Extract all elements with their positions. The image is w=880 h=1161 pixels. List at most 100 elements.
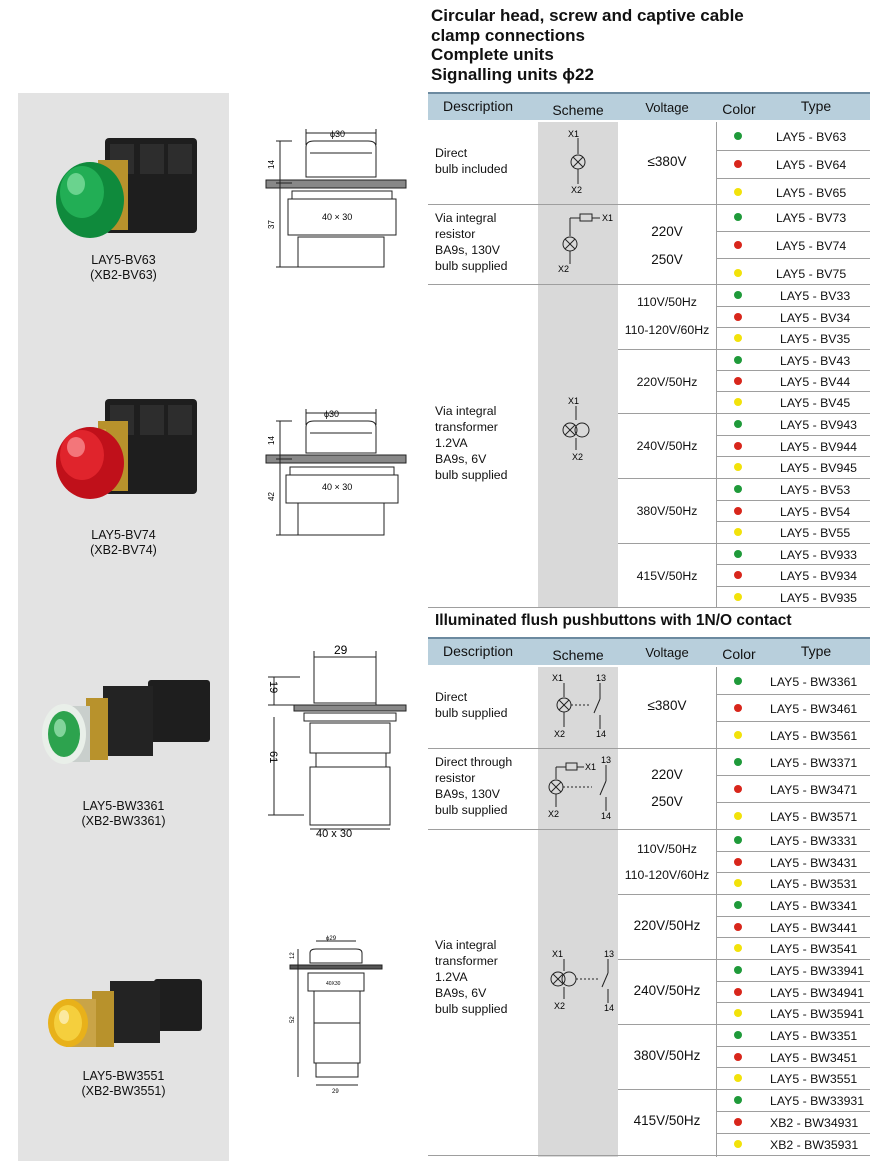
color-dot-red: [734, 1118, 742, 1126]
color-dot-green: [734, 1096, 742, 1104]
dim-width-label: ϕ30: [330, 129, 345, 139]
product-name: LAY5-BW3551: [82, 1069, 165, 1083]
col-scheme: Scheme: [552, 102, 604, 118]
product-photo-red-pilot-light: [56, 399, 197, 499]
divider: [716, 1133, 870, 1134]
color-dot-yellow: [734, 812, 742, 820]
color-dot-red: [734, 507, 742, 515]
dim-h2-label: 52: [290, 1016, 296, 1023]
svg-text:X1: X1: [602, 213, 613, 223]
svg-text:X1: X1: [568, 129, 579, 139]
col-voltage: Voltage: [645, 100, 689, 115]
color-dot-red: [734, 377, 742, 385]
divider: [428, 204, 870, 205]
type-cell: LAY5 - BW3441: [770, 921, 858, 935]
voltage-cell: 220V: [651, 224, 683, 239]
scheme-column-bg: [538, 122, 618, 608]
dim-h2-label: 61: [267, 751, 279, 763]
divider: [716, 586, 870, 587]
voltage-cell: 240V/50Hz: [633, 983, 701, 998]
divider: [716, 258, 870, 259]
color-dot-yellow: [734, 528, 742, 536]
dim-box-label: 40 x 30: [316, 828, 352, 840]
color-dot-yellow: [734, 1074, 742, 1082]
divider: [618, 349, 716, 350]
divider: [716, 872, 870, 873]
type-cell: LAY5 - BV63: [776, 130, 847, 144]
color-dot-red: [734, 442, 742, 450]
divider: [618, 894, 716, 895]
type-cell: LAY5 - BW3351: [770, 1029, 858, 1043]
type-cell: LAY5 - BW3571: [770, 810, 858, 824]
divider: [716, 802, 870, 803]
color-dot-green: [734, 485, 742, 493]
table-header: Description Scheme Voltage Color Type: [428, 92, 870, 120]
type-cell: LAY5 - BW3451: [770, 1051, 858, 1065]
divider: [716, 694, 870, 695]
voltage-cell: 220V: [651, 767, 683, 782]
type-cell: LAY5 - BV55: [780, 526, 851, 540]
divider: [716, 1046, 870, 1047]
voltage-cell: 220V/50Hz: [636, 375, 698, 389]
type-cell: LAY5 - BV53: [780, 483, 851, 497]
divider: [716, 667, 717, 1157]
color-dot-red: [734, 160, 742, 168]
type-cell: LAY5 - BW34941: [770, 986, 865, 1000]
color-dot-yellow: [734, 463, 742, 471]
color-dot-red: [734, 241, 742, 249]
product-caption-4: LAY5-BW3551 (XB2-BW3551): [18, 1069, 229, 1099]
product-name: LAY5-BW3361: [82, 799, 165, 813]
dim-h2-label: 42: [267, 492, 276, 501]
col-description: Description: [442, 643, 514, 659]
divider: [716, 1089, 870, 1090]
svg-text:X2: X2: [554, 729, 565, 739]
divider: [716, 1111, 870, 1112]
type-cell: LAY5 - BV73: [776, 211, 847, 225]
type-cell: LAY5 - BW3471: [770, 783, 858, 797]
flush-pushbuttons-table: Description Scheme Voltage Color Type Di…: [428, 637, 870, 1157]
divider: [716, 775, 870, 776]
color-dot-red: [734, 858, 742, 866]
dim-box-label: 40X30: [326, 981, 341, 987]
product-photo-green-flush-pushbutton: [42, 680, 210, 764]
voltage-cell: 250V: [651, 252, 683, 267]
type-cell: LAY5 - BW3561: [770, 729, 858, 743]
divider: [716, 543, 870, 544]
type-cell: LAY5 - BW3371: [770, 756, 858, 770]
color-dot-red: [734, 313, 742, 321]
dim-width-label: 29: [334, 645, 348, 657]
color-dot-green: [734, 213, 742, 221]
type-cell: LAY5 - BW3531: [770, 877, 858, 891]
type-cell: LAY5 - BV54: [780, 505, 851, 519]
type-cell: LAY5 - BV34: [780, 311, 851, 325]
voltage-cell: 240V/50Hz: [636, 439, 698, 453]
dim-h1-label: 14: [267, 160, 276, 169]
product-alt-name: (XB2-BW3551): [81, 1084, 166, 1098]
divider: [618, 959, 716, 960]
dim-h1-label: 12: [290, 952, 296, 959]
voltage-cell: 110-120V/60Hz: [624, 323, 710, 337]
product-name: LAY5-BV63: [91, 253, 156, 267]
svg-text:X2: X2: [548, 809, 559, 819]
section2-heading: Illuminated flush pushbuttons with 1N/O …: [435, 612, 792, 629]
color-dot-green: [734, 901, 742, 909]
type-cell: LAY5 - BW33931: [770, 1094, 865, 1108]
col-type: Type: [800, 98, 832, 114]
type-cell: LAY5 - BV65: [776, 186, 847, 200]
type-cell: LAY5 - BW33941: [770, 964, 865, 978]
type-cell: LAY5 - BW3341: [770, 899, 858, 913]
svg-text:14: 14: [601, 811, 611, 821]
color-dot-red: [734, 571, 742, 579]
voltage-cell: 250V: [651, 794, 683, 809]
type-cell: LAY5 - BV933: [780, 548, 858, 562]
voltage-cell: 380V/50Hz: [633, 1048, 701, 1063]
color-dot-red: [734, 1053, 742, 1061]
dim-width-label: ϕ29: [326, 936, 337, 942]
col-scheme: Scheme: [552, 647, 604, 663]
